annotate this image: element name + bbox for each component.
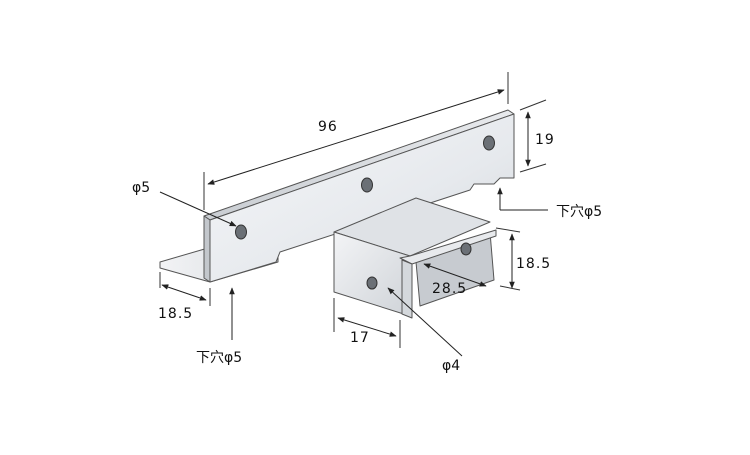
callout-bottom-hole-left: 下穴φ5 — [196, 287, 242, 366]
small-u-bracket — [333, 197, 497, 319]
callout-top-hole-label: φ5 — [132, 180, 150, 196]
callout-top-hole: φ5 — [132, 180, 237, 227]
large-bracket-hole-center — [361, 177, 373, 193]
callout-bottom-hole-right-label: 下穴φ5 — [556, 204, 602, 220]
dimension-inner-gap: 28.5 — [423, 263, 487, 297]
large-bracket-hole-left — [235, 224, 247, 240]
dimension-height-small: 18.5 — [495, 227, 551, 291]
dimension-inner-gap-label: 28.5 — [432, 281, 467, 297]
dimension-flange-label: 18.5 — [158, 306, 193, 322]
dimension-width-small: 17 — [333, 298, 401, 348]
large-bracket-hole-right — [483, 135, 495, 151]
dimension-height-small-label: 18.5 — [516, 256, 551, 272]
dimension-length-label: 96 — [318, 119, 338, 135]
dimension-width-small-label: 17 — [350, 330, 370, 346]
small-bracket-hole-back — [460, 242, 472, 256]
large-bracket-corner — [203, 215, 211, 283]
dimension-height-large: 19 — [519, 99, 555, 173]
callout-bottom-hole-right: 下穴φ5 — [497, 187, 602, 220]
callout-small-hole: φ4 — [387, 287, 463, 374]
dimension-length: 96 — [203, 72, 509, 210]
small-bracket-hole-front — [366, 276, 378, 290]
callout-small-hole-label: φ4 — [442, 358, 460, 374]
callout-bottom-hole-left-label: 下穴φ5 — [196, 350, 242, 366]
dimension-height-large-label: 19 — [535, 132, 555, 148]
dimension-flange: 18.5 — [158, 272, 211, 322]
